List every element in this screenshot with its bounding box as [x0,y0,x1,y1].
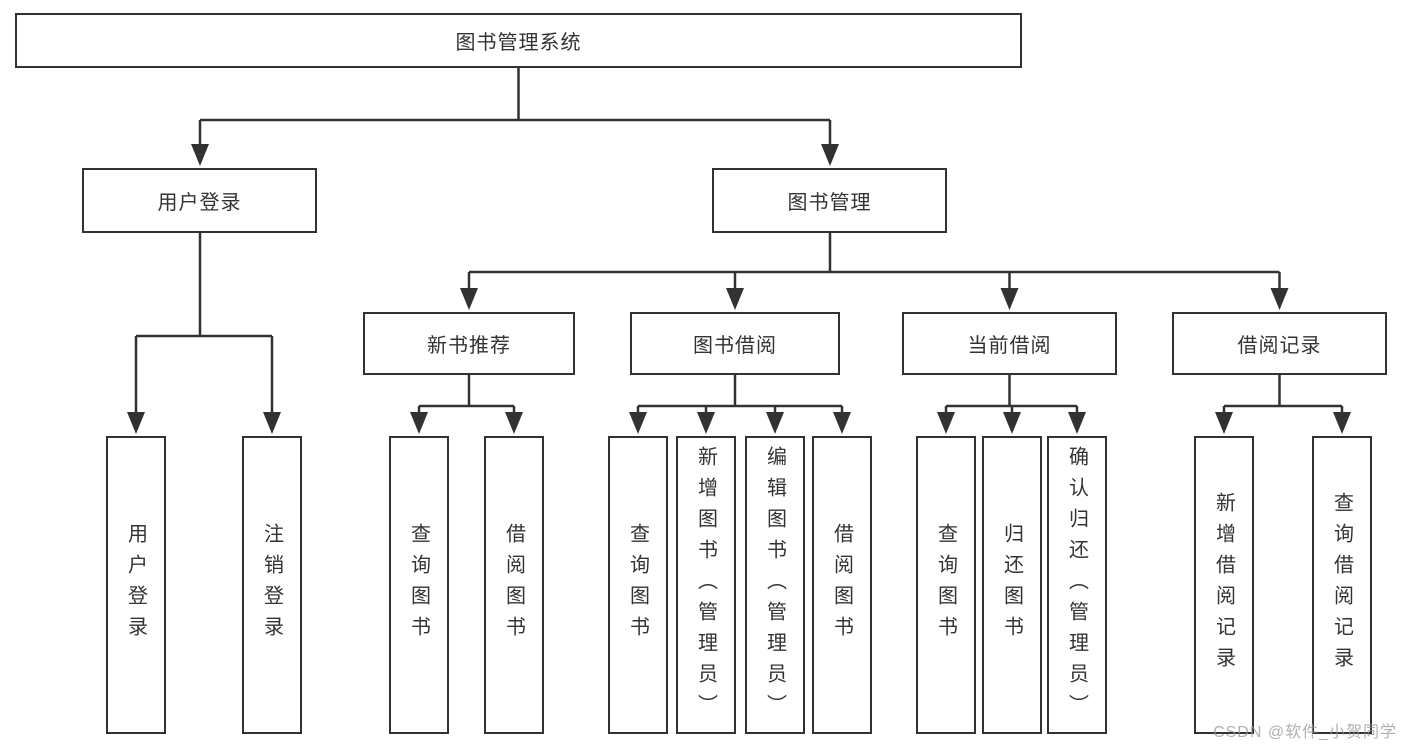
leaf-borrow-books: 借阅图书 [812,436,872,734]
leaf-return-books: 归还图书 [982,436,1042,734]
leaf-logout: 注销登录 [242,436,302,734]
node-new-book-recommend: 新书推荐 [363,312,575,375]
leaf-query-books-recommend: 查询图书 [389,436,449,734]
leaf-query-books-borrow: 查询图书 [608,436,668,734]
leaf-borrow-books-recommend: 借阅图书 [484,436,544,734]
leaf-add-borrow-record: 新增借阅记录 [1194,436,1254,734]
node-book-management: 图书管理 [712,168,947,233]
leaf-confirm-return-admin: 确认归还（管理员） [1047,436,1107,734]
leaf-query-borrow-record: 查询借阅记录 [1312,436,1372,734]
node-borrow-records: 借阅记录 [1172,312,1387,375]
leaf-add-books-admin: 新增图书（管理员） [676,436,736,734]
node-current-borrow: 当前借阅 [902,312,1117,375]
leaf-query-books-current: 查询图书 [916,436,976,734]
node-user-login: 用户登录 [82,168,317,233]
leaf-edit-books-admin: 编辑图书（管理员） [745,436,805,734]
leaf-user-login: 用户登录 [106,436,166,734]
node-book-borrow: 图书借阅 [630,312,840,375]
node-root-system: 图书管理系统 [15,13,1022,68]
